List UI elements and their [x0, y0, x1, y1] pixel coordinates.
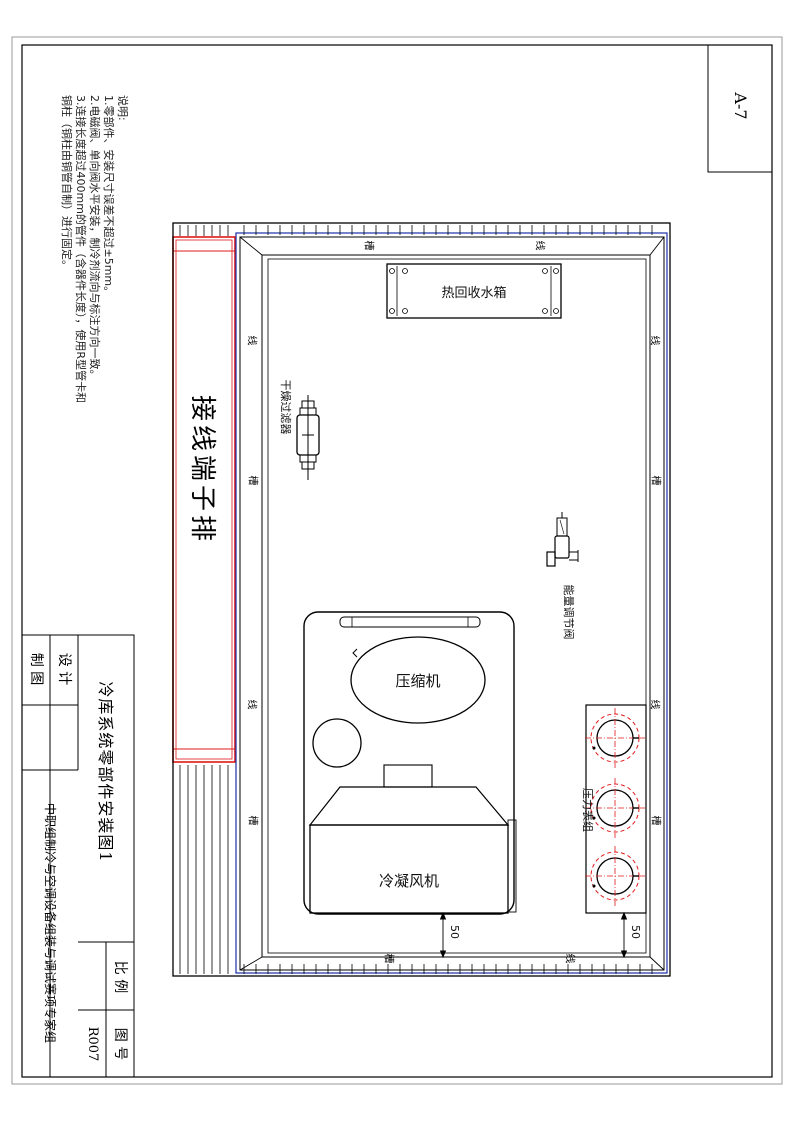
sheet-code: A-7 — [731, 92, 750, 120]
dimension-left: 50 — [448, 925, 461, 939]
sheet-inner-border — [21, 44, 773, 1078]
organization: 中职组制冷与空调设备组装与调试赛项专家组 — [43, 802, 57, 1043]
trunk-hatch-left — [179, 225, 229, 974]
trunk-hatch-bottom — [243, 964, 653, 974]
heat-recovery-tank-label: 热回收水箱 — [441, 286, 507, 301]
energy-valve-label: 能量调节阀 — [562, 584, 575, 640]
dryer-filter-label: 干燥过滤器 — [279, 379, 292, 435]
scale-label: 比 例 — [112, 960, 128, 994]
dimension-right: 50 — [629, 925, 642, 939]
energy-valve-shape — [546, 512, 579, 567]
pressure-gauge-group-shape — [585, 704, 647, 914]
sheet-outer-border — [11, 36, 783, 1085]
note-line-4: 铜柱（铜柱由铜管自制）进行固定。 — [60, 95, 73, 271]
dryer-filter-shape — [296, 395, 320, 480]
condenser-fan-label: 冷凝风机 — [378, 872, 439, 890]
compressor-label: 压缩机 — [395, 672, 441, 690]
sheet-code-box — [707, 44, 773, 173]
trunk-label-right-xian-1: 线 — [648, 335, 660, 346]
note-line-2: 2.电磁阀、单向阀水平安装，制冷剂流向与标注方向一致。 — [88, 95, 101, 381]
terminal-block-label: 接线端子排 — [187, 394, 217, 545]
notes-title: 说明: — [116, 95, 129, 121]
drawing-title: 冷库系统零部件安装图1 — [96, 681, 115, 863]
drawing-no: R007 — [85, 1026, 100, 1062]
trunk-label-bottom-xian: 线 — [563, 953, 575, 964]
trunk-label-right-cao-1: 槽 — [649, 475, 661, 486]
trunk-label-top-xian: 线 — [533, 240, 545, 251]
gauge-group-label: 压力表组 — [581, 788, 594, 832]
trunk-label-left-cao-1: 槽 — [246, 475, 258, 486]
trunk-label-right-xian-2: 线 — [648, 699, 660, 710]
trunk-label-bottom-cao: 槽 — [382, 953, 394, 964]
designer-label: 设 计 — [56, 652, 72, 686]
mounting-board — [172, 222, 671, 977]
title-block — [21, 634, 135, 1078]
heat-recovery-tank-shape — [386, 263, 562, 319]
drafter-label: 制 图 — [28, 652, 44, 686]
trunk-label-top-cao: 槽 — [362, 240, 374, 251]
condensing-unit-shape — [303, 611, 517, 915]
trunk-hatch-top — [243, 225, 653, 235]
trunk-label-left-xian-2: 线 — [245, 699, 257, 710]
trunk-label-left-xian-1: 线 — [245, 335, 257, 346]
dimension-arrows — [439, 911, 628, 959]
trunk-label-left-cao-2: 槽 — [246, 815, 258, 826]
trunk-label-right-cao-2: 槽 — [649, 815, 661, 826]
drawing-no-label: 图 号 — [112, 1027, 128, 1061]
note-line-1: 1.零部件、安装尺寸误差不超过±5mm。 — [102, 95, 115, 298]
note-line-3: 3.连接长度超过400mm的管件（含器件长度），使用R型管卡和 — [74, 95, 87, 404]
